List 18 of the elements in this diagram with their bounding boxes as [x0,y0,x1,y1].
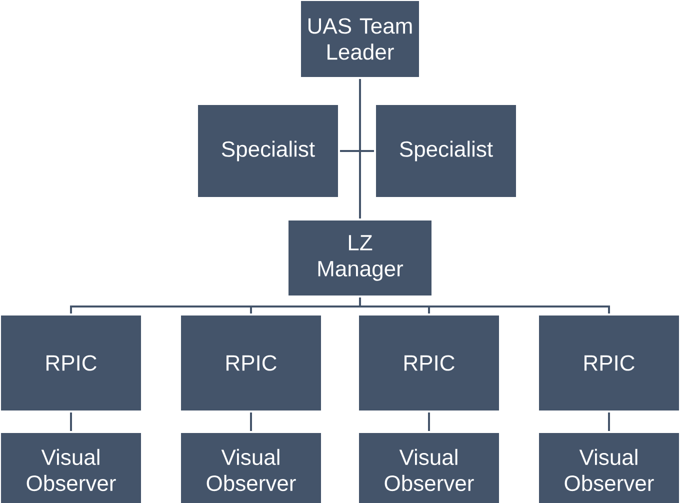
org-box: Visual Observer [179,431,323,503]
connector-line [250,412,252,431]
connector-line [70,412,72,431]
connector-line [608,412,610,431]
org-box: UAS Team Leader [299,0,421,79]
org-box: RPIC [179,314,323,412]
org-box: Visual Observer [357,431,501,503]
org-box: Visual Observer [537,431,681,503]
org-box: LZ Manager [286,218,434,298]
org-box: RPIC [0,314,143,412]
org-box: Specialist [196,103,340,199]
org-box: Specialist [374,103,518,199]
org-box: RPIC [357,314,501,412]
org-box: RPIC [537,314,681,412]
connector-line [359,79,361,218]
connector-line [359,298,610,314]
org-box: Visual Observer [0,431,143,503]
connector-line [428,412,430,431]
